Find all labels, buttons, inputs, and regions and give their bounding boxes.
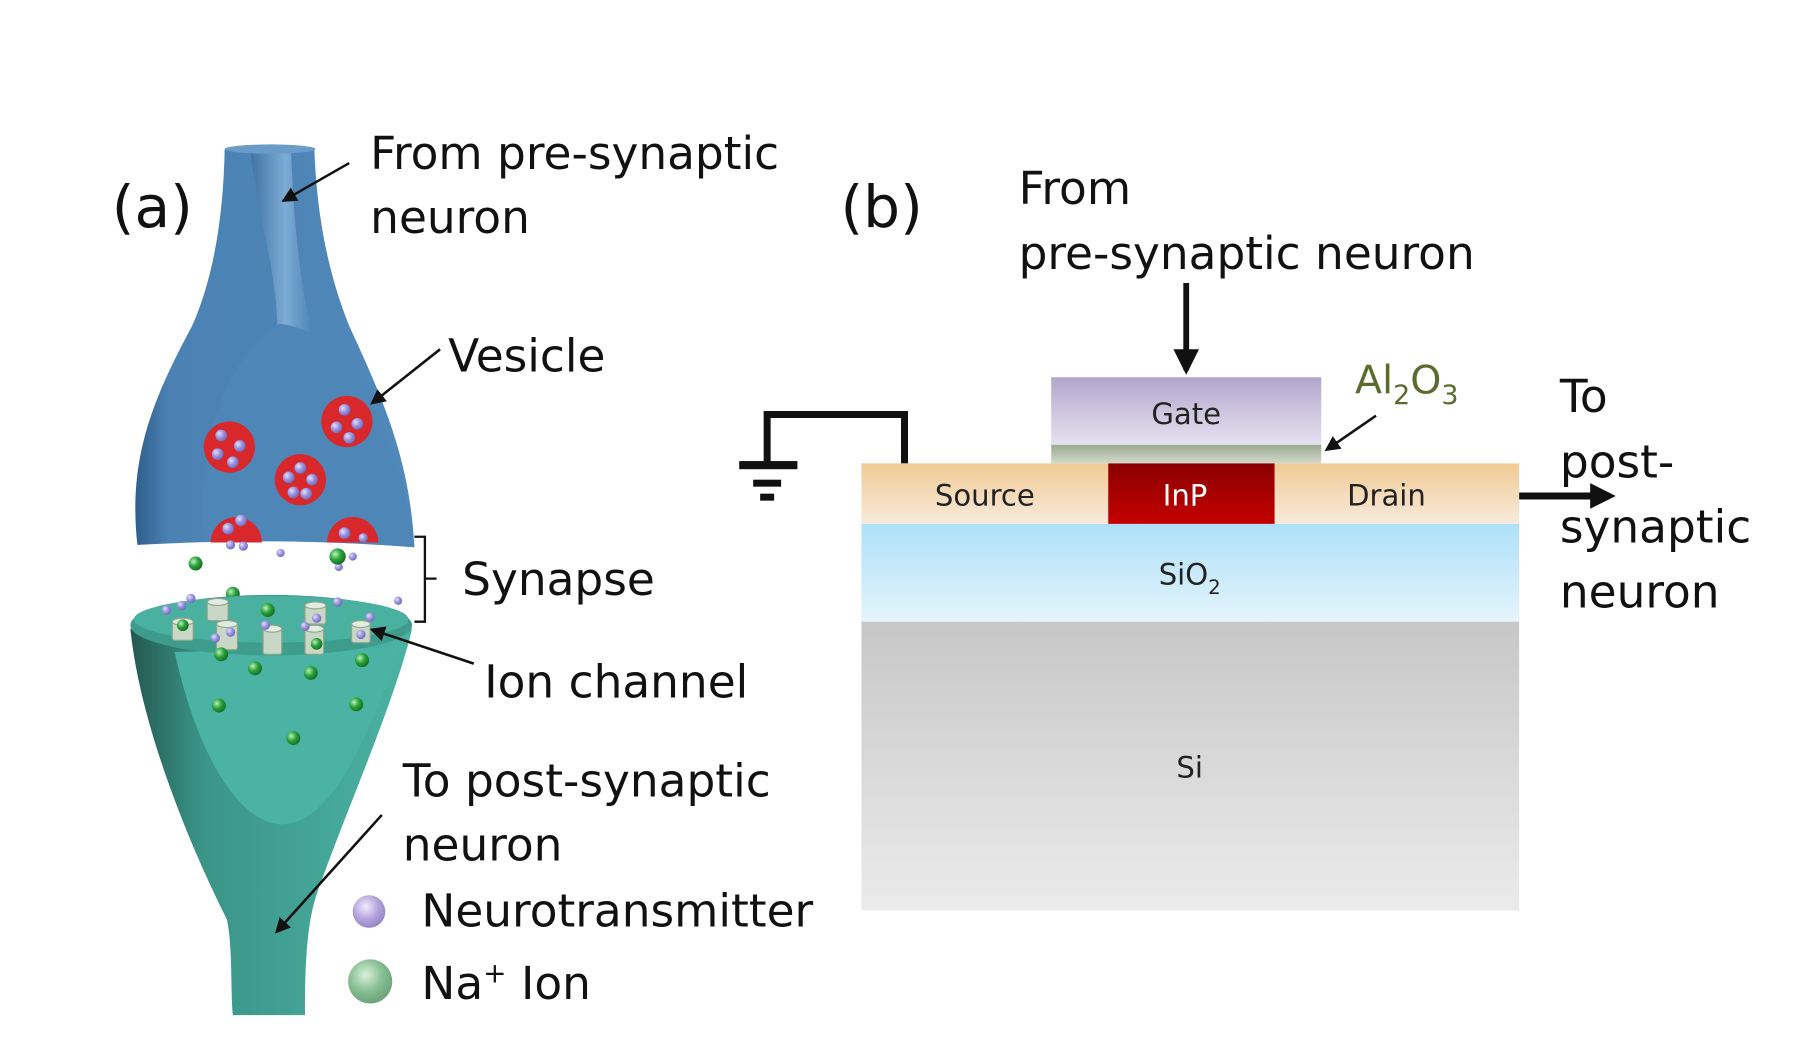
legend-item-neurotransmitter: Neurotransmitter — [352, 885, 814, 938]
surface-particles — [161, 593, 375, 746]
output-label-line3: synaptic — [1560, 501, 1751, 554]
presynaptic-cut-face — [202, 323, 415, 548]
si-substrate — [861, 621, 1520, 911]
na-ion-swatch-icon — [348, 959, 393, 1004]
source-ground-wire — [763, 411, 909, 466]
legend: Neurotransmitter Na+ Ion — [348, 885, 814, 1010]
synapse-label: Synapse — [462, 553, 655, 606]
al2o3-arrow — [1324, 414, 1377, 452]
synapse-bracket — [414, 535, 437, 623]
input-label-line1: From — [1019, 162, 1131, 215]
gate-layer — [1051, 377, 1322, 445]
drain-output-arrowhead-icon — [1590, 483, 1616, 509]
postsynaptic-terminal — [130, 594, 413, 1016]
source-region — [861, 463, 1109, 524]
panel-b-label: (b) — [840, 173, 922, 241]
input-label-line2: pre-synaptic neuron — [1019, 227, 1475, 280]
panel-a: (a) — [112, 127, 814, 1016]
ion-channel-label: Ion channel — [484, 655, 748, 708]
sio2-layer — [861, 523, 1520, 622]
al2o3-label: Al2O3 — [1355, 358, 1458, 411]
legend-na-ion-text: Na+ Ion — [421, 957, 591, 1010]
sio2-label: SiO2 — [1159, 557, 1221, 598]
from-pre-label-line2: neuron — [370, 191, 530, 244]
si-label: Si — [1176, 751, 1203, 785]
to-post-label-line1: To post-synaptic — [402, 754, 771, 807]
to-post-arrow — [275, 814, 383, 934]
presynaptic-highlight — [250, 149, 315, 338]
output-label-line2: post- — [1560, 435, 1674, 488]
drain-label: Drain — [1347, 478, 1426, 512]
legend-item-na-ion: Na+ Ion — [348, 957, 591, 1010]
panel-b: (b) From pre-synaptic neuron Gate Al2O3 … — [739, 162, 1751, 911]
ion-channel — [206, 597, 229, 622]
gate-input-arrowhead-icon — [1173, 349, 1200, 375]
vesicle — [274, 454, 326, 506]
vesicle — [203, 421, 255, 473]
neurotransmitter-swatch-icon — [352, 895, 386, 928]
inp-channel — [1108, 463, 1275, 524]
output-label-line4: neuron — [1560, 566, 1720, 619]
al2o3-layer — [1051, 444, 1322, 464]
legend-neurotransmitter-text: Neurotransmitter — [421, 885, 813, 938]
ion-channel — [262, 624, 283, 655]
presynaptic-top — [224, 144, 316, 154]
from-pre-arrow — [281, 161, 350, 202]
source-label: Source — [935, 478, 1035, 512]
drain-region — [1274, 463, 1520, 524]
vesicle-arrow — [370, 348, 441, 405]
vesicle — [210, 514, 262, 543]
vesicle — [321, 395, 373, 448]
vesicle-label: Vesicle — [448, 329, 605, 382]
output-label-line1: To — [1559, 370, 1608, 423]
inp-label: InP — [1163, 478, 1208, 512]
to-post-label-line2: neuron — [403, 818, 563, 871]
from-pre-label-line1: From pre-synaptic — [370, 127, 779, 180]
vesicles — [203, 395, 379, 543]
gate-label: Gate — [1151, 397, 1221, 431]
ion-channel-arrow — [369, 626, 475, 665]
panel-a-label: (a) — [112, 173, 193, 241]
ground-icon — [739, 461, 798, 501]
